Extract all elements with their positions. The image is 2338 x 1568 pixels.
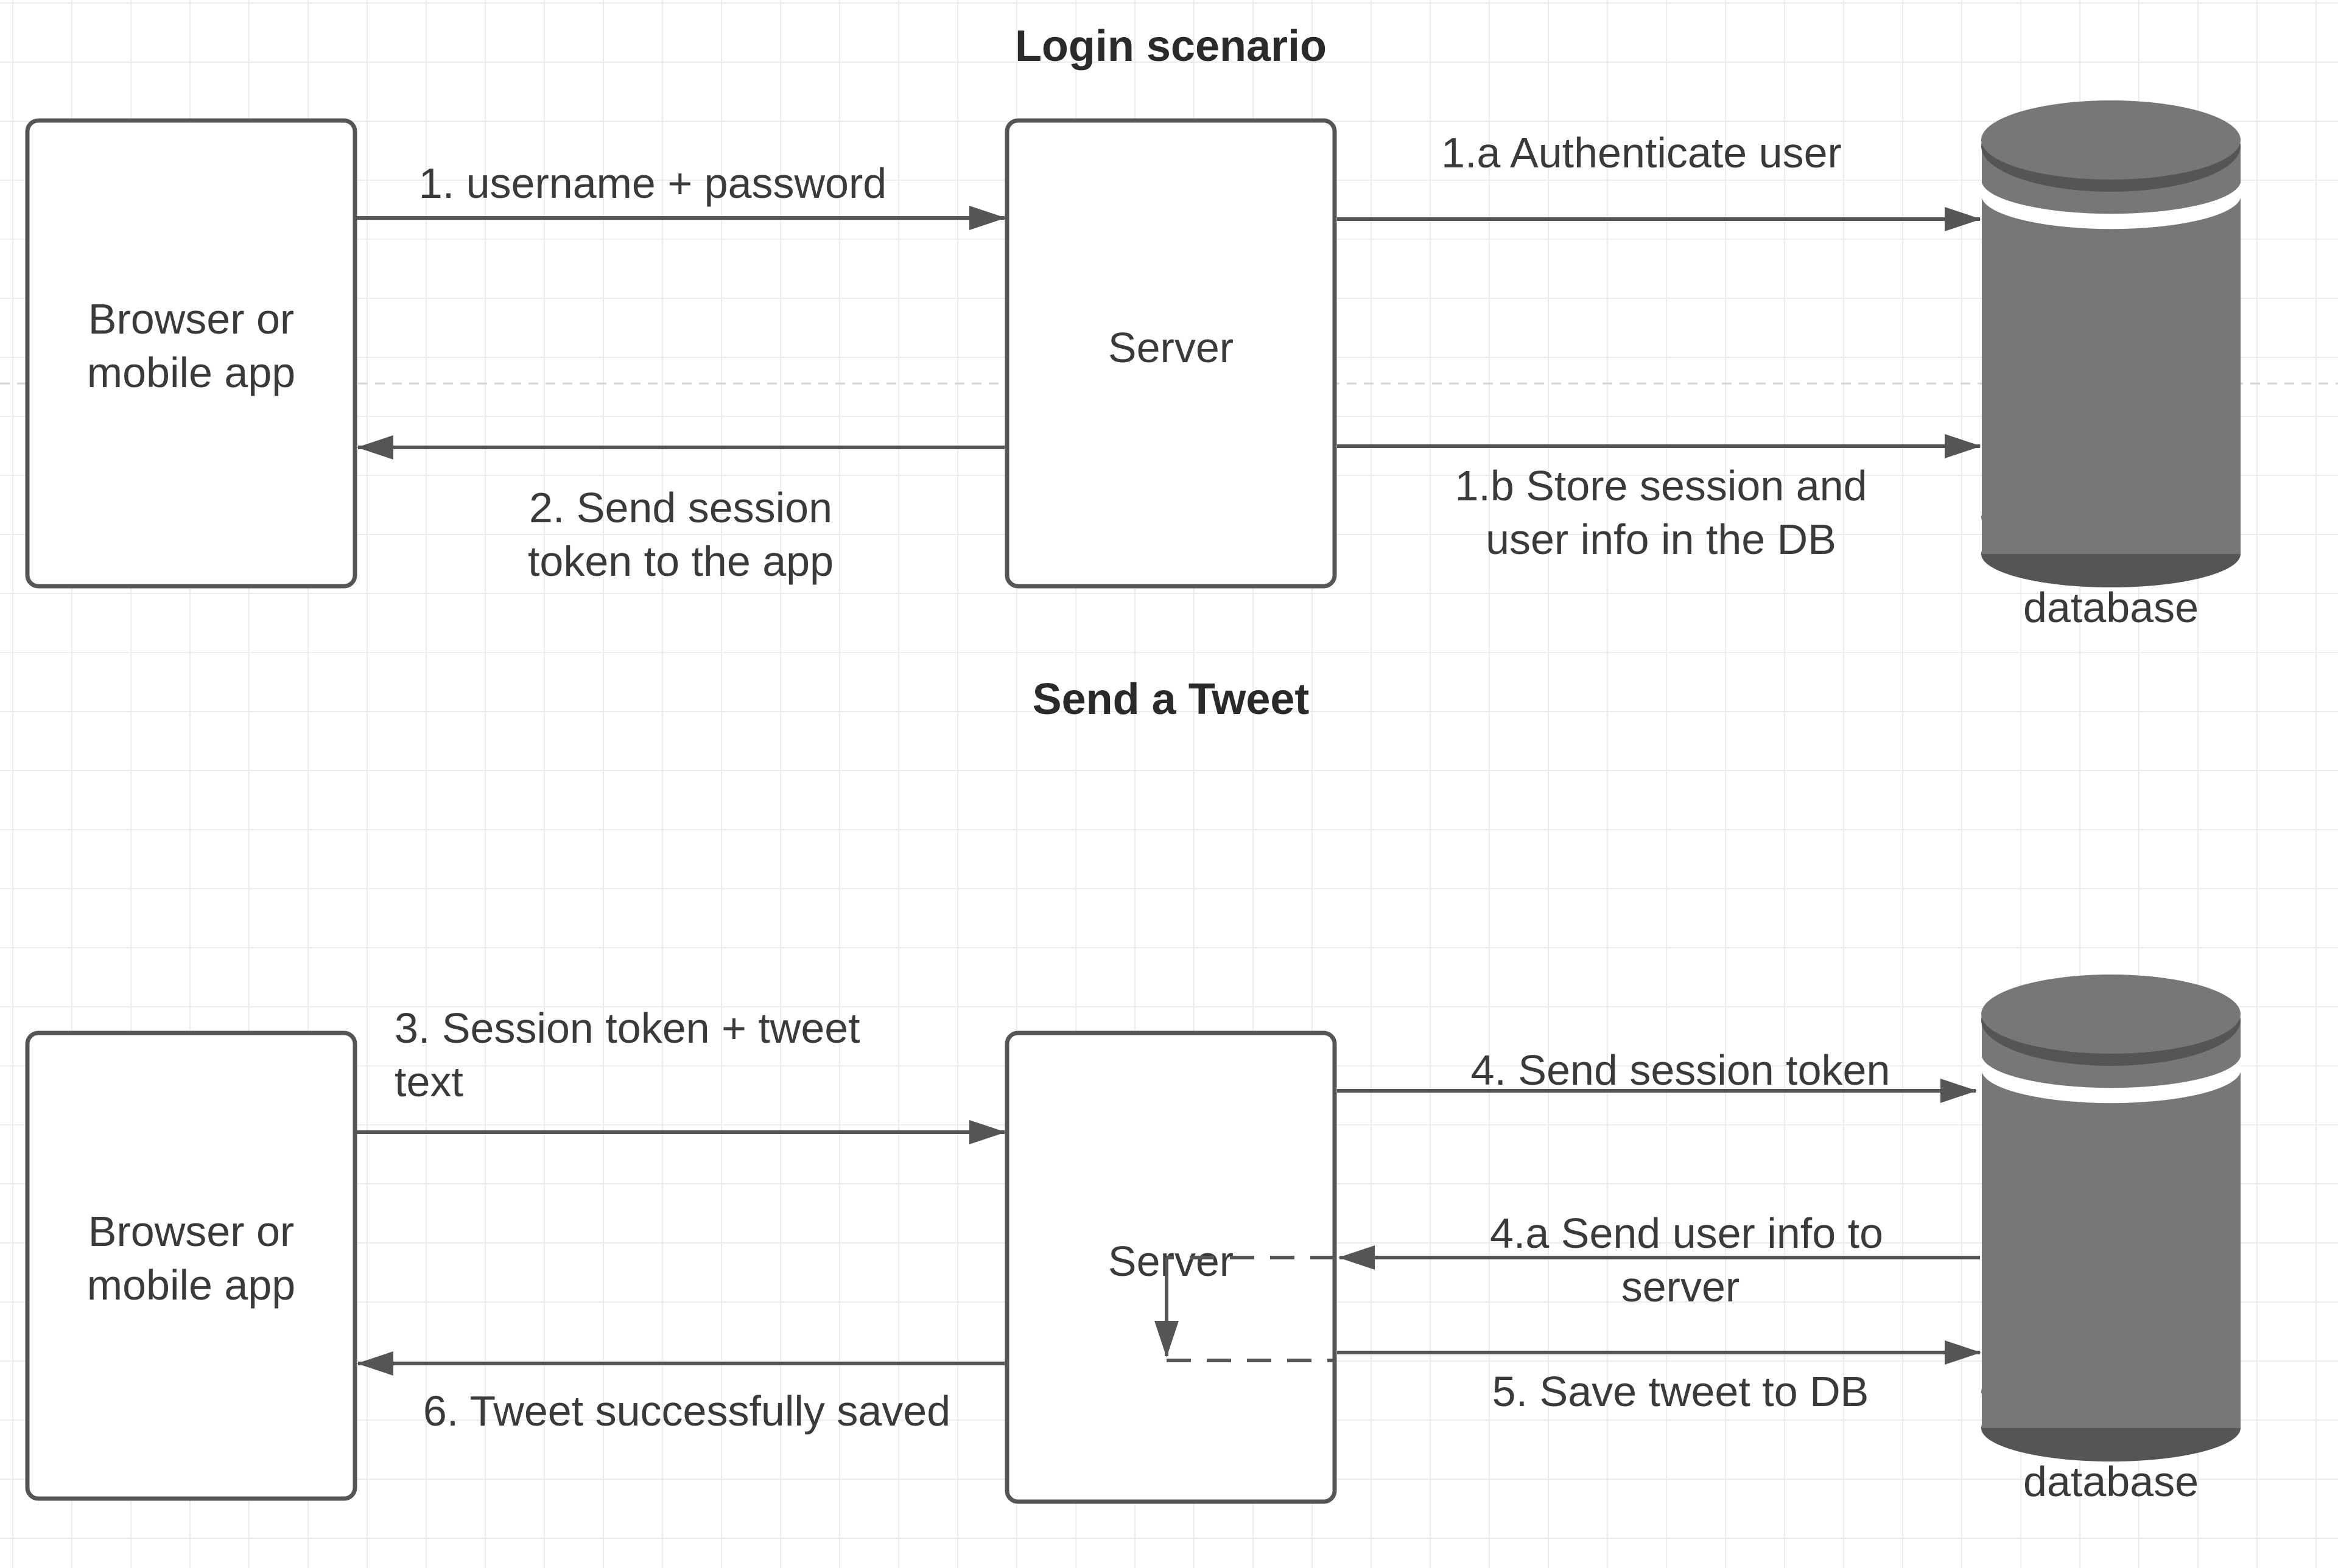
tweet-client-label-line2: mobile app — [87, 1261, 295, 1309]
login-database-icon — [1981, 100, 2241, 587]
tweet-arrow-3-label-line2: text — [395, 1058, 463, 1105]
login-client-label-line1: Browser or — [88, 295, 294, 343]
login-client-label-line2: mobile app — [87, 349, 295, 396]
tweet-arrow-3-label-line1: 3. Session token + tweet — [395, 1004, 860, 1052]
login-arrow-1b-label-line2: user info in the DB — [1486, 516, 1836, 563]
tweet-database-icon — [1981, 975, 2241, 1461]
login-arrow-1-label: 1. username + password — [419, 159, 886, 207]
tweet-client-box: Browser or mobile app — [25, 1031, 357, 1501]
login-server-box: Server — [1005, 118, 1337, 589]
tweet-arrow-6-label: 6. Tweet successfully saved — [423, 1387, 950, 1435]
login-arrow-1a-label: 1.a Authenticate user — [1441, 129, 1842, 177]
login-title: Login scenario — [1015, 22, 1327, 71]
login-client-box: Browser or mobile app — [25, 118, 357, 589]
tweet-server-box: Server — [1005, 1031, 1337, 1504]
login-server-label: Server — [1108, 324, 1234, 371]
login-arrow-2-label-line1: 2. Send session — [529, 484, 832, 531]
login-arrow-2-label-line2: token to the app — [528, 537, 834, 585]
tweet-arrow-4a-label-line1: 4.a Send user info to — [1490, 1209, 1883, 1257]
login-arrow-1b-label-line1: 1.b Store session and — [1455, 462, 1867, 509]
tweet-arrow-4a-label-line2: server — [1621, 1263, 1739, 1311]
tweet-client-label-line1: Browser or — [88, 1208, 294, 1255]
tweet-title: Send a Tweet — [1033, 675, 1310, 724]
tweet-database-label: database — [2023, 1458, 2199, 1505]
tweet-arrow-5-label: 5. Save tweet to DB — [1492, 1368, 1869, 1415]
tweet-server-label: Server — [1108, 1237, 1234, 1285]
tweet-arrow-4-label: 4. Send session token — [1471, 1046, 1890, 1094]
login-database-label: database — [2023, 584, 2199, 631]
